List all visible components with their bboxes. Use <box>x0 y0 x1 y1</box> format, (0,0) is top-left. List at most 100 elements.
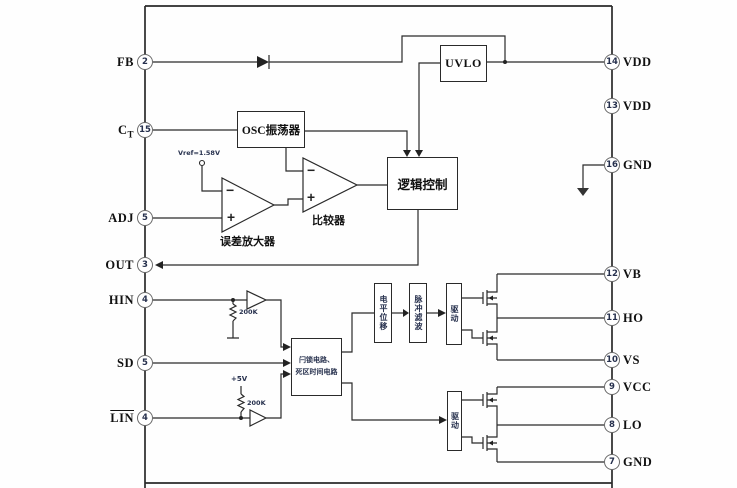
pin-ho-label: HO <box>623 311 644 325</box>
level-shift-block: 电平位移 <box>374 283 392 343</box>
arrow-sd-latch <box>283 359 291 367</box>
pulse-filter-block: 脉冲滤波 <box>409 283 427 343</box>
arrow-uvlo-logic <box>415 150 423 157</box>
osc-label: OSC振荡器 <box>241 124 301 137</box>
lin-buffer-symbol <box>249 409 268 427</box>
wire-vref <box>201 166 222 192</box>
pin-vdd13-label: VDD <box>623 99 652 113</box>
pin-gnd16-number: 16 <box>604 157 620 173</box>
lin-resistor-value: 200K <box>247 399 266 407</box>
ic-border <box>144 5 613 488</box>
error-amp-minus-sign: − <box>226 183 234 199</box>
uvlo-block: UVLO <box>440 45 487 82</box>
pin-vdd14-label: VDD <box>623 55 652 69</box>
junction-dot <box>503 60 507 64</box>
wire-latch-to-lowdrive <box>342 382 439 421</box>
hin-resistor-value: 200K <box>239 308 258 316</box>
wire-hin-buffer-to-latch <box>266 299 283 348</box>
osc-block: OSC振荡器 <box>237 111 305 148</box>
diode-symbol <box>257 55 270 69</box>
pulse-filter-label: 脉冲滤波 <box>414 295 423 331</box>
resistor-hin-200k <box>228 303 238 322</box>
pin-gnd16-label: GND <box>623 158 653 172</box>
pin-ct-number: 15 <box>137 122 153 138</box>
logic-control-label: 逻辑控制 <box>397 178 448 192</box>
arrow-latch-lowdrive <box>439 416 447 424</box>
drive-high-label: 驱动 <box>450 305 459 323</box>
arrow-pulsefilter-drive <box>438 309 446 317</box>
arrow-levelshift-pulsefilter <box>403 309 409 317</box>
mosfet-high-bottom <box>482 318 498 360</box>
resistor-lin-200k <box>236 393 246 413</box>
drive-low-label: 驱动 <box>450 412 460 430</box>
pin-vs-number: 10 <box>604 352 620 368</box>
pin-out-label: OUT <box>105 258 134 272</box>
pin-out-number: 3 <box>137 257 153 273</box>
pin-adj-label: ADJ <box>108 211 134 225</box>
junction-dot <box>239 416 243 420</box>
pin-ho-number: 11 <box>604 310 620 326</box>
pin-fb-label: FB <box>117 55 134 69</box>
pin-ct-label: CT <box>117 123 134 140</box>
junction-dot <box>231 298 235 302</box>
wire-uvlo-to-logic <box>418 62 440 150</box>
pin-hin-number: 4 <box>137 292 153 308</box>
comparator-symbol <box>302 157 359 213</box>
error-amp-label: 误差放大器 <box>220 236 275 248</box>
error-amp-plus-sign: + <box>227 210 235 226</box>
pin-vb-number: 12 <box>604 266 620 282</box>
mosfet-low-bottom <box>482 425 498 462</box>
arrow-osc-logic <box>403 150 411 157</box>
wire-erramp-to-comparator <box>274 198 303 206</box>
arrow-hin-latch <box>283 343 291 351</box>
wire-osc-to-comparator <box>285 148 303 172</box>
pin-vdd13-number: 13 <box>604 98 620 114</box>
latch-deadtime-block: 闩锁电路、 死区时间电路 <box>291 338 342 396</box>
mosfet-low-top <box>482 387 498 425</box>
comparator-minus-sign: − <box>307 163 315 179</box>
latch-label-line2: 死区时间电路 <box>295 369 338 376</box>
wire-fb <box>153 35 506 63</box>
comparator-label: 比较器 <box>312 215 345 227</box>
pin-sd-label: SD <box>117 356 134 370</box>
wire-lin <box>153 386 250 419</box>
vref-terminal <box>198 159 206 167</box>
wire-osc-to-logic <box>305 130 408 150</box>
pin-lo-label: LO <box>623 418 643 432</box>
pin-hin-label: HIN <box>108 293 134 307</box>
drive-low-block: 驱动 <box>447 391 462 451</box>
uvlo-label: UVLO <box>445 56 482 70</box>
pin-lin-label: LIN <box>110 411 134 425</box>
pin-vdd14-number: 14 <box>604 54 620 70</box>
wire-gnd16 <box>582 164 604 188</box>
wire-hin <box>153 299 247 339</box>
hin-buffer-symbol <box>246 290 268 310</box>
pin-lo-number: 8 <box>604 417 620 433</box>
error-amp-symbol <box>221 177 276 233</box>
pin-lin-number: 4 <box>137 410 153 426</box>
wire-lin-buffer-to-latch <box>266 373 283 419</box>
ground-symbol <box>577 188 589 196</box>
drive-high-block: 驱动 <box>446 283 462 345</box>
mosfet-high-top <box>482 274 498 318</box>
pin-gnd7-label: GND <box>623 455 653 469</box>
pin-adj-number: 5 <box>137 210 153 226</box>
pin-vs-label: VS <box>623 353 640 367</box>
plus5v-annotation: +5V <box>231 375 248 383</box>
pin-fb-number: 2 <box>137 54 153 70</box>
wire-logic-to-out <box>163 210 419 266</box>
pin-vcc-label: VCC <box>623 380 652 394</box>
wire-drive-high-gates <box>462 297 483 339</box>
wire-latch-to-levelshift <box>342 312 374 353</box>
pin-gnd7-number: 7 <box>604 454 620 470</box>
wire-drive-low-gates <box>462 399 483 444</box>
pin-sd-number: 5 <box>137 355 153 371</box>
arrow-lin-latch <box>283 370 291 378</box>
vref-annotation: Vref=1.58V <box>178 149 220 157</box>
comparator-plus-sign: + <box>307 190 315 206</box>
level-shift-label: 电平位移 <box>379 295 388 331</box>
arrow-out <box>155 261 163 269</box>
pin-vb-label: VB <box>623 267 642 281</box>
